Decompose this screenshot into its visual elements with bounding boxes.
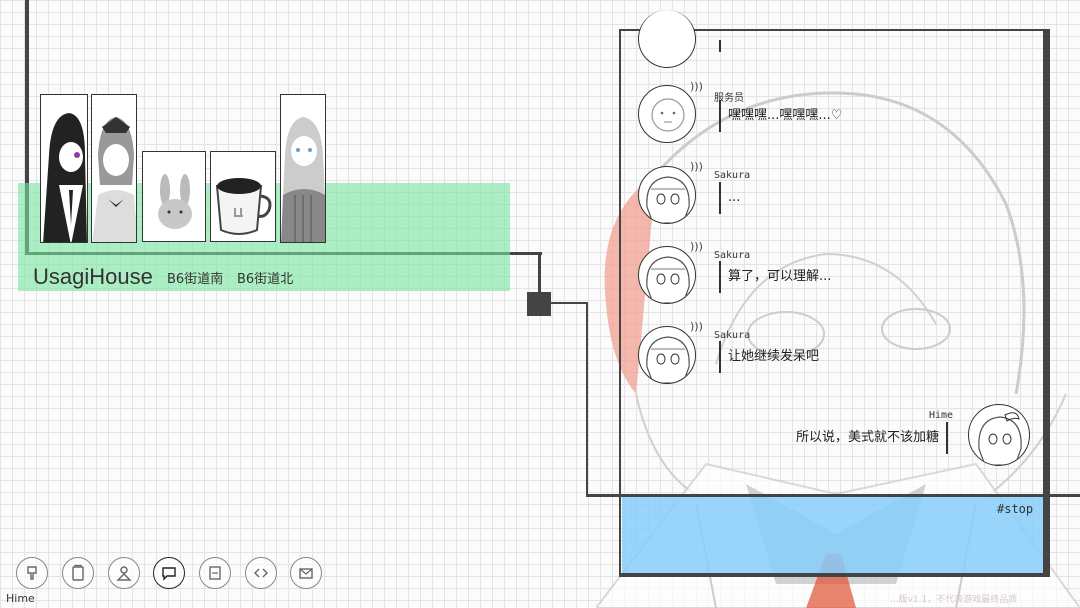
message-speaker: Sakura [714,330,751,341]
card-maid-portrait[interactable] [91,94,137,243]
version-watermark: ...版v1.1，不代表游戏最终品质 [890,595,1018,605]
message-speaker: Sakura [714,170,751,181]
message-text: 算了，可以理解... [719,261,831,293]
maid-girl-icon [281,117,325,242]
connector-line-bottom [586,494,1080,497]
rabbit-icon [158,174,192,229]
chat-panel[interactable] [619,29,1050,577]
map-pin-icon [27,566,37,580]
message-text: 嘿嘿嘿...嘿嘿嘿...♡ [719,100,842,132]
connector-line-to-panel [551,302,587,304]
connector-node-square [527,292,551,316]
partial-avatar [638,10,696,68]
notebook-icon [209,566,221,580]
voice-signal-icon: ))) [690,160,703,173]
code-icon [254,568,268,578]
blank-face-avatar [638,85,696,143]
connector-line-vertical-right [586,302,588,496]
connector-line-drop [538,252,541,294]
hime-avatar [968,404,1030,466]
message-speaker: 服务员 [714,93,744,104]
dark-haired-girl-icon [43,113,87,242]
message-text: ... [719,182,740,214]
card-dark-haired-girl-portrait[interactable] [40,94,88,243]
mail-button[interactable] [290,557,322,589]
message-text: 所以说，美式就不该加糖 [770,422,948,454]
message-speaker: Sakura [714,250,751,261]
message-text: 让她继续发呆吧 [719,341,819,373]
message-speaker: Hime [929,410,954,421]
mail-icon [299,568,313,579]
map-pin-button[interactable] [16,557,48,589]
player-name: Hime [6,592,35,605]
stop-label: #stop [997,502,1034,516]
voice-signal-icon: ))) [690,320,703,333]
card-maid-girl-portrait[interactable] [280,94,326,243]
sakura-avatar [638,166,696,224]
notebook-button[interactable] [199,557,231,589]
document-button[interactable] [62,557,94,589]
chat-icon [162,567,176,581]
sakura-avatar [638,246,696,304]
chat-button[interactable] [153,557,185,589]
person-button[interactable] [108,557,140,589]
person-icon [116,566,132,581]
maid-icon [92,117,136,242]
document-icon [72,564,84,581]
location-tag-south[interactable]: B6街道南 [167,272,224,287]
card-coffee-cup[interactable] [210,151,276,242]
sakura-avatar [638,326,696,384]
voice-signal-icon: ))) [690,240,703,253]
stop-band [622,497,1048,575]
coffee-cup-icon [215,178,272,235]
card-rabbit-figure[interactable] [142,151,206,242]
voice-signal-icon: ))) [690,80,703,93]
location-name: UsagiHouse [33,264,153,289]
partial-bubble-line [719,40,721,52]
location-tag-north[interactable]: B6街道北 [237,272,294,287]
connector-line-left-vertical [25,0,29,254]
code-button[interactable] [245,557,277,589]
